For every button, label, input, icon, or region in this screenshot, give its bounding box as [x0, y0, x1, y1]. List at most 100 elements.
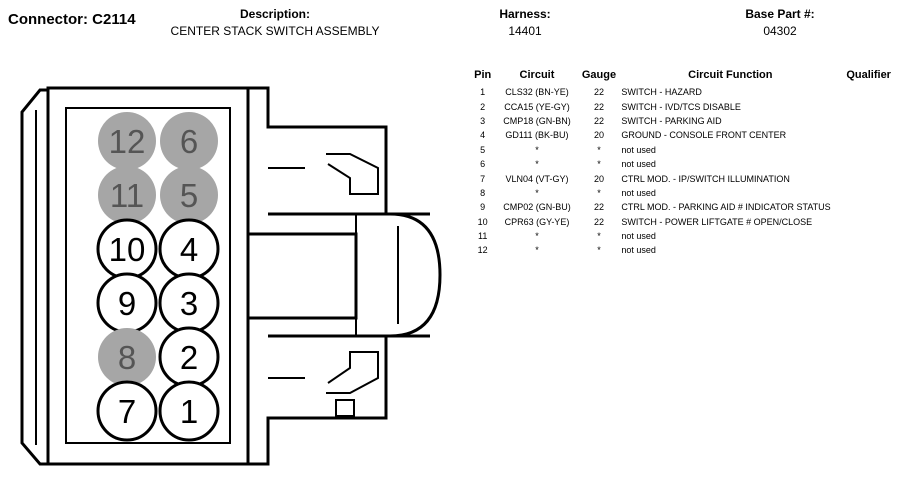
circuit-cell: CMP02 (GN-BU) — [503, 202, 571, 213]
circuit-cell: CPR63 (GY-YE) — [504, 216, 570, 227]
pin-3: 3 — [158, 272, 220, 334]
circuit-cell: CMP18 (GN-BN) — [503, 115, 571, 126]
qualifier-cell — [839, 85, 898, 99]
base-part-value: 04302 — [763, 24, 797, 38]
pin-cell: 4 — [480, 130, 486, 141]
pin-10: 10 — [96, 218, 158, 280]
circuit-cell: * — [535, 144, 539, 155]
qualifier-cell — [839, 99, 898, 113]
header-circuit: Circuit — [519, 69, 555, 81]
pin-number: 11 — [110, 177, 144, 214]
pin-number: 8 — [118, 339, 136, 376]
pin-2: 2 — [158, 326, 220, 388]
pin-circle — [158, 380, 220, 442]
gauge-cell: 20 — [593, 173, 604, 184]
circuit-cell: VLN04 (VT-GY) — [505, 173, 569, 184]
pin-12: 12 — [98, 112, 156, 170]
pin-8: 8 — [98, 328, 156, 386]
circuit-cell: CCA15 (YE-GY) — [504, 101, 570, 112]
pin-circle — [98, 166, 156, 224]
gauge-cell: 22 — [593, 202, 604, 213]
function-cell: SWITCH - HAZARD — [621, 87, 702, 98]
function-cell: SWITCH - IVD/TCS DISABLE — [621, 101, 741, 112]
connector-title: Connector: C2114 — [8, 11, 136, 28]
table-row: 8 * * not used — [470, 186, 898, 200]
housing-main-body — [46, 86, 250, 466]
circuit-cell: CLS32 (BN-YE) — [505, 87, 569, 98]
circuit-cell: * — [535, 187, 539, 198]
qualifier-cell — [839, 171, 898, 185]
table-row: 9 CMP02 (GN-BU) 22 CTRL MOD. - PARKING AID … — [470, 200, 898, 214]
pin-7: 7 — [96, 380, 158, 442]
circuit-cell: GD111 (BK-BU) — [505, 130, 569, 141]
function-cell: GROUND - CONSOLE FRONT CENTER — [621, 130, 787, 141]
qualifier-cell — [839, 143, 898, 157]
pin-number: 6 — [180, 123, 198, 160]
pin-cell: 8 — [480, 187, 486, 198]
pin-11: 11 — [98, 166, 156, 224]
harness-label: Harness: — [499, 7, 551, 21]
function-cell: SWITCH - POWER LIFTGATE # OPEN/CLOSE — [621, 216, 813, 227]
gauge-cell: * — [597, 159, 601, 170]
function-cell: not used — [621, 187, 656, 198]
pin-number: 10 — [109, 231, 146, 268]
function-cell: not used — [621, 245, 656, 256]
pin-circle — [160, 112, 218, 170]
function-cell: CTRL MOD. - PARKING AID # INDICATOR STAT… — [621, 202, 831, 213]
harness-value: 14401 — [508, 24, 542, 38]
description-value: CENTER STACK SWITCH ASSEMBLY — [170, 24, 380, 38]
connector-id: C2114 — [92, 11, 136, 28]
gauge-cell: * — [597, 144, 601, 155]
function-cell: not used — [621, 231, 656, 242]
pin-6: 6 — [160, 112, 218, 170]
table-row: 6**not used — [470, 157, 898, 171]
function-cell: CTRL MOD. - IP/SWITCH ILLUMINATION — [621, 173, 790, 184]
pin-table: Pin Circuit Gauge Circuit Function Quali… — [470, 68, 898, 258]
pin-circle — [160, 166, 218, 224]
circuit-cell: * — [535, 159, 539, 170]
header-function: Circuit Function — [688, 69, 773, 81]
header-gauge: Gauge — [581, 69, 617, 81]
qualifier-cell — [839, 243, 898, 257]
description-label: Description: — [239, 7, 310, 21]
pin-1: 1 — [158, 380, 220, 442]
housing-upper-rail — [248, 86, 388, 214]
pin-cell: 3 — [480, 115, 486, 126]
housing-lower-rail — [248, 336, 388, 466]
table-row: 5**not used — [470, 143, 898, 157]
pin-number: 9 — [118, 285, 136, 322]
gauge-cell: 22 — [593, 87, 604, 98]
qualifier-cell — [839, 114, 898, 128]
pin-number: 7 — [118, 393, 136, 430]
qualifier-cell — [839, 200, 898, 214]
header-pin: Pin — [474, 69, 492, 81]
header-qualifier: Qualifier — [846, 69, 891, 81]
gauge-cell: * — [597, 245, 601, 256]
pin-circle — [98, 328, 156, 386]
pin-cell: 11 — [478, 231, 488, 242]
lower-rail-tab — [335, 399, 355, 417]
connector-housing — [20, 86, 442, 466]
housing-left-shell — [20, 88, 48, 466]
gauge-cell: * — [597, 187, 601, 198]
pin-cell: 10 — [477, 216, 488, 227]
lower-latch — [326, 351, 379, 394]
upper-latch — [326, 153, 379, 195]
pin-circle — [98, 112, 156, 170]
qualifier-cell — [839, 157, 898, 171]
pin-table-header: Pin Circuit Gauge Circuit Function Quali… — [470, 68, 898, 85]
pin-circle — [96, 380, 158, 442]
pin-4: 4 — [158, 218, 220, 280]
circuit-cell: * — [535, 245, 539, 256]
pin-number: 4 — [180, 231, 198, 268]
pin-number: 1 — [180, 393, 198, 430]
pin-cell: 9 — [480, 202, 486, 213]
qualifier-cell — [839, 229, 898, 243]
pin-9: 9 — [96, 272, 158, 334]
gauge-cell: 22 — [593, 115, 604, 126]
